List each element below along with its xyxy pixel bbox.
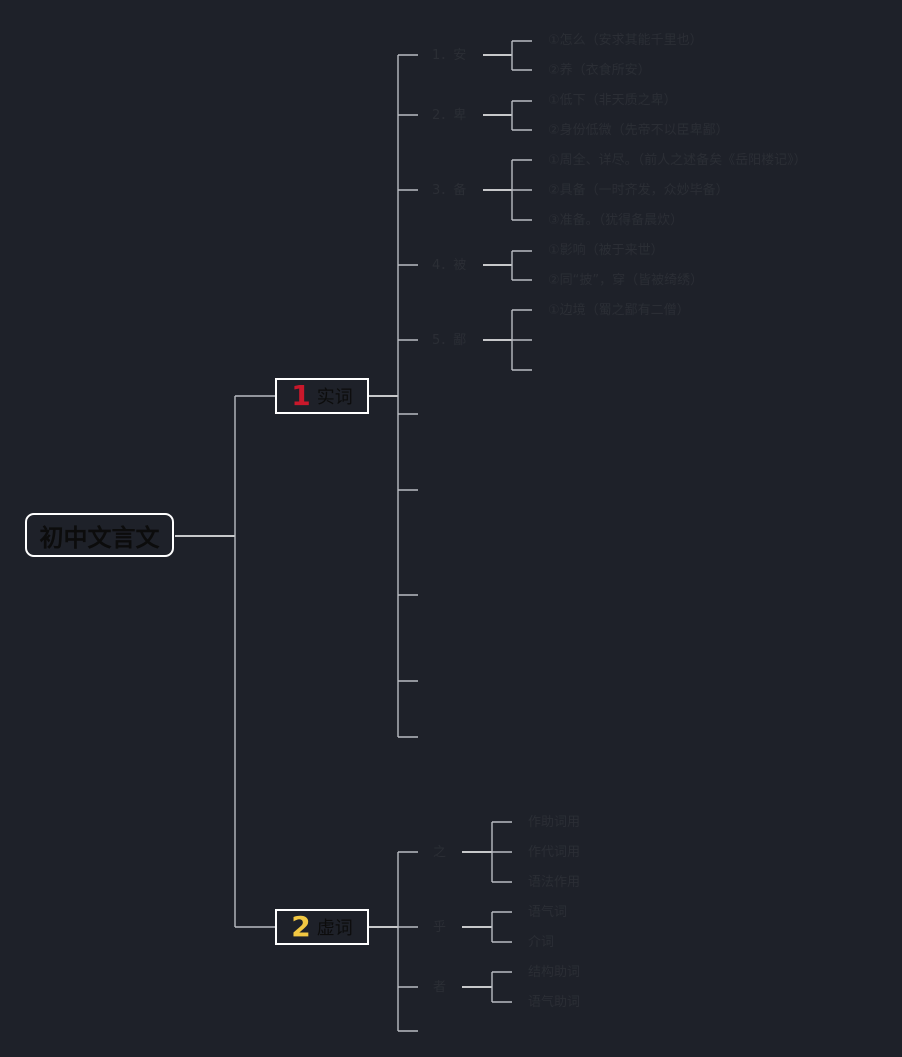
leaf-node[interactable]: ①边境（蜀之鄙有二僧） [548,303,690,318]
leaf-node[interactable]: 作代词用 [528,845,581,860]
topic-node[interactable]: 2．卑 [432,108,467,123]
branch-node-shici[interactable]: 1 实词 [275,378,369,414]
topic-node[interactable]: 5．鄙 [432,333,467,348]
branch-label: 虚词 [316,918,353,939]
leaf-node[interactable]: ①怎么（安求其能千里也） [548,33,703,48]
leaf-node[interactable]: ②同“披”，穿（皆被绮绣） [548,273,704,288]
leaf-node[interactable]: ②养（衣食所安） [548,63,651,78]
topic-node[interactable]: 4．被 [432,258,467,273]
leaf-node[interactable]: 语气助词 [528,995,581,1010]
topic-3-leaves [511,159,532,221]
branch-label: 实词 [316,387,353,408]
topic-1-leaves [511,40,532,71]
topic-node[interactable]: 乎 [433,920,447,935]
leaf-node[interactable]: ②身份低微（先帝不以臣卑鄙） [548,123,729,138]
topic-node[interactable]: 之 [433,845,447,860]
leaf-node[interactable]: ①低下（非天质之卑） [548,93,677,108]
topic-4-leaves [511,250,532,281]
topic-node[interactable]: 1．安 [432,48,467,63]
branch-node-xuci[interactable]: 2 虚词 [275,909,369,945]
leaf-node[interactable]: ①影响（被于来世） [548,243,664,258]
leaf-node[interactable]: ②具备（一时齐发，众妙毕备） [548,183,729,198]
topic-zhe-leaves [491,971,512,1003]
branch-number-badge: 1 [291,379,311,412]
topic-node[interactable]: 3．备 [432,183,467,198]
branch-number-badge: 2 [291,910,311,943]
topic-zhi-leaves [491,821,512,883]
topic-node[interactable]: 者 [433,980,447,995]
root-label: 初中文言文 [39,523,160,552]
root-node[interactable]: 初中文言文 [25,513,174,557]
leaf-node[interactable]: 介词 [528,935,555,950]
leaf-node[interactable]: 语法作用 [528,875,581,890]
leaf-node[interactable]: 作助词用 [528,815,581,830]
topic-hu-leaves [491,911,512,943]
leaf-node[interactable]: ③准备。（犹得备晨炊） [548,213,684,228]
topic-5-leaves [511,309,532,371]
leaf-node[interactable]: ①周全、详尽。（前人之述备矣《岳阳楼记》） [548,153,807,168]
topic-2-leaves [511,100,532,131]
branch-1-ticks [398,54,418,738]
leaf-node[interactable]: 语气词 [528,905,568,920]
leaf-node[interactable]: 结构助词 [528,965,581,980]
branch-2-ticks [398,851,418,1032]
